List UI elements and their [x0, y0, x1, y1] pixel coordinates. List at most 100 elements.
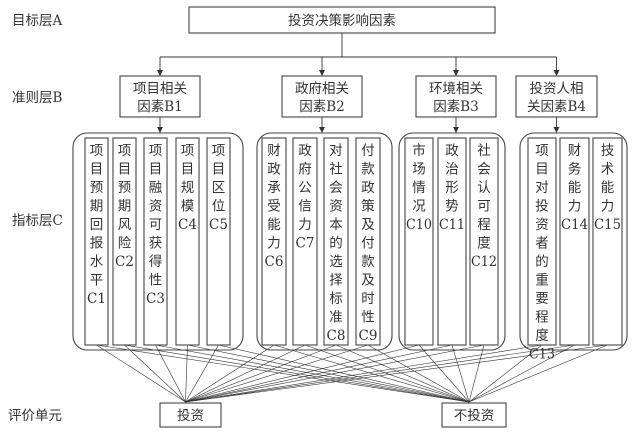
indicator-char: 可	[477, 199, 491, 215]
indicator-char: 情	[412, 180, 426, 196]
indicator-to-not-invest-line	[304, 344, 470, 403]
indicator-group-b4	[519, 132, 628, 351]
indicator-char: 资	[149, 199, 163, 215]
indicator-to-not-invest-line	[451, 344, 470, 403]
indicator-to-invest-line	[185, 344, 485, 403]
criteria-label: 因素B2	[299, 99, 345, 115]
indicator-char: 预	[118, 180, 132, 196]
indicator-char: 公	[298, 180, 312, 196]
arrow-head-icon	[157, 127, 163, 133]
indicator-to-invest-line	[185, 344, 306, 403]
indicator-char: 能	[267, 217, 281, 233]
indicator-char: 目	[212, 162, 226, 178]
indicator-char: 务	[568, 162, 582, 178]
indicator-group-b2	[256, 132, 393, 351]
arrow-head-icon	[553, 70, 560, 76]
arrow-head-icon	[453, 127, 459, 133]
indicator-char: 获	[149, 236, 163, 252]
layer-label-evaluation: 评价单元	[8, 408, 62, 424]
indicator-char: 模	[181, 199, 195, 215]
criteria-label: 政府相关	[295, 81, 349, 97]
indicator-char: 政	[267, 162, 281, 178]
indicator-char: 目	[181, 162, 195, 178]
indicator-char: 财	[267, 143, 281, 159]
indicator-to-not-invest-line	[124, 344, 470, 403]
indicator-id: C6	[265, 254, 284, 270]
indicator-id: C13	[529, 347, 555, 363]
indicator-char: 能	[568, 180, 582, 196]
indicator-to-not-invest-line	[468, 344, 485, 403]
alternatives-layer: 投资不投资	[159, 402, 507, 428]
indicator-char: 度	[477, 236, 491, 252]
indicator-char: 认	[477, 180, 491, 196]
criteria-label: 投资人相	[530, 81, 584, 97]
indicator-char: 力	[601, 199, 615, 215]
indicator-to-not-invest-line	[418, 344, 470, 403]
indicator-to-invest-line	[155, 344, 186, 403]
arrow-head-icon	[453, 70, 459, 76]
indicator-char: 况	[412, 199, 426, 215]
indicator-char: 报	[90, 236, 104, 252]
indicator-id: C5	[209, 217, 228, 233]
indicator-char: 者	[535, 236, 549, 252]
indicator-char: 项	[90, 143, 104, 159]
indicator-char: 位	[212, 199, 226, 215]
indicator-id: C12	[471, 254, 497, 270]
indicator-group-b1	[72, 132, 244, 351]
criteria-label: 环境相关	[429, 81, 483, 97]
indicator-char: 本	[329, 217, 343, 233]
indicator-char: 社	[329, 162, 343, 178]
layer-label-criteria: 准则层B	[12, 90, 62, 106]
indicator-char: 择	[329, 273, 343, 289]
indicator-char: 对	[535, 180, 549, 196]
arrow-head-icon	[319, 70, 325, 76]
indicator-to-not-invest-line	[273, 344, 470, 403]
indicator-char: 风	[118, 217, 132, 233]
indicator-to-invest-line	[185, 344, 188, 403]
indicator-char: 资	[535, 217, 549, 233]
indicator-to-invest-line	[185, 344, 369, 403]
indicator-to-invest-line	[185, 344, 453, 403]
criteria-label: 项目相关	[133, 81, 187, 97]
indicator-group-b3	[398, 132, 506, 351]
goal-node: 投资决策影响因素	[188, 6, 496, 34]
indicator-to-invest-line	[185, 344, 337, 403]
indicator-char: 政	[298, 143, 312, 159]
indicator-char: 资	[329, 199, 343, 215]
indicator-char: 信	[298, 199, 312, 215]
indicator-char: 受	[267, 199, 281, 215]
alternative-label: 不投资	[454, 408, 495, 424]
indicator-char: 财	[568, 143, 582, 159]
indicator-char: 项	[118, 143, 132, 159]
indicator-id: C11	[439, 217, 465, 233]
indicator-id: C8	[327, 328, 346, 344]
indicator-char: 准	[329, 310, 343, 326]
indicator-id: C7	[296, 236, 315, 252]
criteria-label: 因素B3	[433, 99, 479, 115]
indicator-char: 项	[149, 143, 163, 159]
indicator-char: 性	[149, 273, 163, 289]
indicator-char: 会	[477, 162, 491, 178]
indicator-char: 势	[445, 199, 459, 215]
indicator-char: 会	[329, 180, 343, 196]
indicator-char: 可	[149, 217, 163, 233]
indicator-to-not-invest-line	[187, 344, 470, 403]
indicator-char: 水	[90, 254, 104, 270]
indicator-char: 要	[535, 291, 549, 307]
indicator-char: 付	[361, 143, 375, 159]
indicator-to-invest-line	[185, 344, 420, 403]
indicator-char: 社	[477, 143, 491, 159]
indicator-id: C4	[178, 217, 197, 233]
